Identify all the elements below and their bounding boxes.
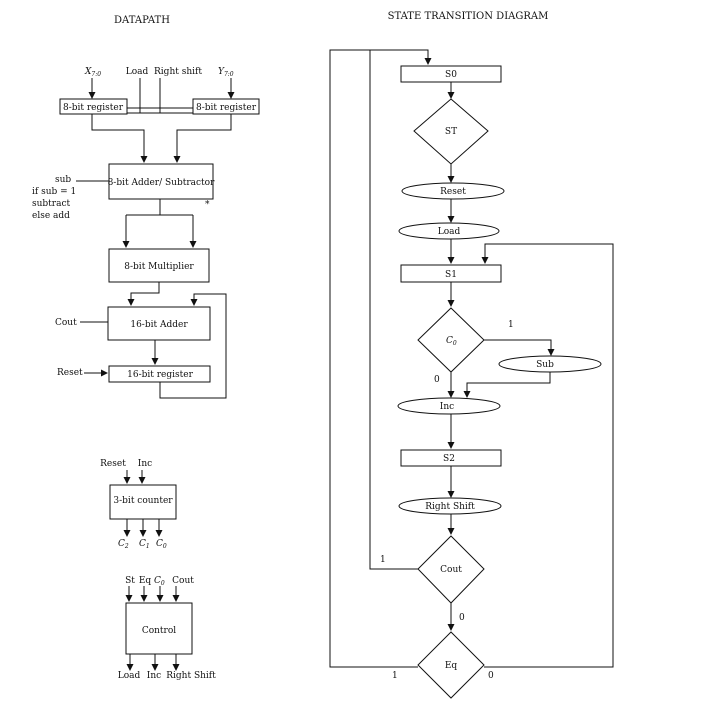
star-mark: * bbox=[205, 200, 210, 210]
control-c0-label: C0 bbox=[154, 576, 165, 587]
cout-one-loop bbox=[369, 50, 418, 570]
register-a-label: 8-bit register bbox=[63, 103, 124, 113]
multiplier-box bbox=[108, 248, 210, 283]
control-box bbox=[125, 602, 193, 655]
decision-eq-label: Eq bbox=[445, 661, 458, 671]
right-shift-input-label: Right shift bbox=[154, 67, 202, 77]
c0-to-sub bbox=[484, 339, 555, 356]
register-a-box bbox=[59, 98, 128, 115]
decision-c0-label: C0 bbox=[446, 336, 457, 347]
decision-cout-label: Cout bbox=[440, 565, 462, 575]
reset-label: Reset bbox=[57, 368, 83, 378]
action-right-shift bbox=[398, 497, 502, 515]
control-load-label: Load bbox=[118, 671, 141, 681]
adder-subtractor-label: 8-bit Adder/ Subtractor bbox=[108, 178, 216, 188]
counter-box bbox=[109, 484, 177, 520]
control-label: Control bbox=[142, 626, 176, 636]
load-shift-bus bbox=[125, 78, 193, 114]
state-s2-label: S2 bbox=[443, 454, 455, 464]
c0-zero-label: 0 bbox=[434, 375, 440, 385]
action-load bbox=[398, 222, 500, 240]
counter-c0-label: C0 bbox=[156, 539, 167, 550]
sub-to-inc bbox=[463, 372, 551, 398]
decision-st-label: ST bbox=[445, 127, 457, 137]
addsub-to-multiplier bbox=[125, 199, 194, 247]
adder16-label: 16-bit Adder bbox=[130, 320, 188, 330]
control-rs-label: Right Shift bbox=[166, 671, 216, 681]
reg-b-to-addsub bbox=[173, 114, 232, 163]
register-b-box bbox=[192, 98, 260, 115]
counter-c2-label: C2 bbox=[118, 539, 129, 550]
load-input-label: Load bbox=[126, 67, 149, 77]
c0-one-label: 1 bbox=[508, 320, 514, 330]
counter-c1-label: C1 bbox=[139, 539, 150, 550]
decision-eq bbox=[417, 631, 485, 699]
control-st-label: St bbox=[125, 576, 135, 586]
mult-to-adder16 bbox=[127, 282, 160, 306]
eq-one-loop bbox=[329, 49, 432, 668]
state-diagram: S0 ST Reset Load S1 C0 1 0 Sub Inc bbox=[329, 49, 614, 699]
multiplier-label: 8-bit Multiplier bbox=[124, 262, 194, 272]
control-inc-label: Inc bbox=[147, 671, 161, 681]
else-add-label: else add bbox=[32, 211, 70, 221]
reg16-label: 16-bit register bbox=[127, 370, 193, 380]
register-b-label: 8-bit register bbox=[196, 103, 257, 113]
datapath: X7:0 Load Right shift Y7:0 8-bit registe… bbox=[32, 67, 260, 681]
x-input-label: X7:0 bbox=[84, 67, 101, 78]
action-reset bbox=[401, 182, 505, 200]
eq-zero-loop bbox=[481, 243, 614, 668]
fsm-title: STATE TRANSITION DIAGRAM bbox=[388, 11, 549, 22]
state-s1-label: S1 bbox=[445, 270, 457, 280]
sub-condition-label: if sub = 1 bbox=[32, 187, 76, 197]
reg-a-to-addsub bbox=[91, 114, 148, 163]
datapath-title: DATAPATH bbox=[114, 15, 170, 26]
action-inc bbox=[397, 397, 501, 415]
y-input-label: Y7:0 bbox=[218, 67, 234, 78]
action-right-shift-label: Right Shift bbox=[425, 502, 475, 512]
feedback-loop bbox=[159, 293, 227, 399]
eq-one-label: 1 bbox=[392, 671, 398, 681]
state-s0-label: S0 bbox=[445, 70, 457, 80]
cout-zero-label: 0 bbox=[459, 613, 465, 623]
counter-label: 3-bit counter bbox=[113, 496, 173, 506]
counter-inc-label: Inc bbox=[138, 459, 152, 469]
action-inc-label: Inc bbox=[440, 402, 454, 412]
counter-reset-label: Reset bbox=[100, 459, 126, 469]
control-cout-label: Cout bbox=[172, 576, 194, 586]
cout-one-label: 1 bbox=[380, 555, 386, 565]
action-reset-label: Reset bbox=[440, 187, 466, 197]
subtract-label: subtract bbox=[32, 199, 71, 209]
control-eq-label: Eq bbox=[139, 576, 152, 586]
cout-label: Cout bbox=[55, 318, 77, 328]
action-sub-label: Sub bbox=[536, 360, 554, 370]
action-load-label: Load bbox=[438, 227, 461, 237]
eq-zero-label: 0 bbox=[488, 671, 494, 681]
sub-signal-label: sub bbox=[55, 175, 71, 185]
adder16-box bbox=[107, 306, 211, 341]
